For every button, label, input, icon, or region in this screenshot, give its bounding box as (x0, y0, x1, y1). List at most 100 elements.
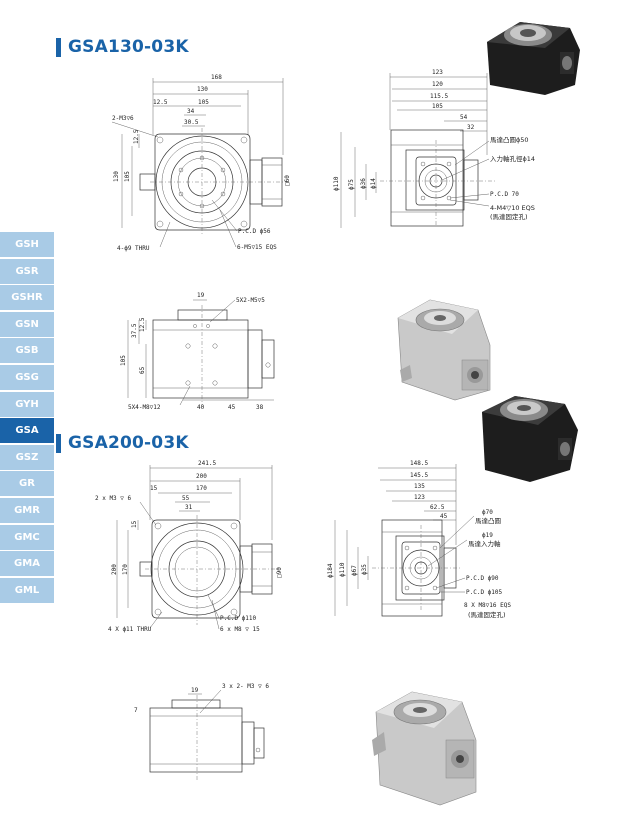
callout-pcd56: P.C.D ϕ56 (238, 228, 271, 235)
title-accent-bar (56, 433, 61, 453)
dim-phi110: ϕ110 (333, 176, 340, 191)
dim-130: 130 (197, 86, 208, 93)
dim-19-200: 19 (191, 687, 199, 694)
dim-65: 65 (139, 366, 146, 374)
dim-12-5-v: 12.5 (133, 129, 140, 144)
nav-item-gyh[interactable]: GYH (0, 391, 54, 417)
dim-phi184: ϕ184 (327, 563, 334, 578)
dim-54: 54 (460, 114, 468, 121)
dim-123: 123 (432, 69, 443, 76)
dim-12-5-top: 12.5 (139, 317, 146, 332)
dim-31: 31 (185, 504, 193, 511)
dim-7: 7 (134, 707, 138, 714)
dim-37-5: 37.5 (131, 323, 138, 338)
dim-phi36: ϕ36 (360, 178, 367, 189)
dim-15-v: 15 (131, 520, 138, 528)
dim-200-v: 200 (111, 564, 118, 575)
callout-m5: 6-M5▽15 EQS (237, 244, 277, 251)
dim-105-top: 105 (120, 355, 127, 366)
callout-m8-eqs: 8 X M8▽16 EQS (464, 602, 511, 609)
nav-item-gsg[interactable]: GSG (0, 364, 54, 390)
nav-item-gsh[interactable]: GSH (0, 232, 54, 257)
callout-m4: 4-M4▽10 EQS (490, 204, 535, 212)
dim-19: 19 (197, 292, 205, 299)
dim-170: 170 (196, 485, 207, 492)
side-nav: GSH GSR GSHR GSN GSB GSG GYH GSA GSZ GR … (0, 232, 54, 604)
dim-32: 32 (467, 124, 475, 131)
dim-12-5: 12.5 (153, 99, 168, 106)
dim-phi110-200: ϕ110 (339, 562, 346, 577)
dim-15: 15 (150, 485, 158, 492)
nav-item-gsb[interactable]: GSB (0, 338, 54, 364)
nav-item-gml[interactable]: GML (0, 577, 54, 603)
nav-item-gsr[interactable]: GSR (0, 258, 54, 284)
callout-phi70: ϕ70 (482, 509, 493, 516)
callout-motor-boss: 馬達凸圓ϕ50 (490, 135, 529, 144)
dim-105: 105 (432, 103, 443, 110)
nav-item-gsn[interactable]: GSN (0, 311, 54, 337)
dim-38: 38 (256, 404, 264, 411)
dim-145-5: 145.5 (410, 472, 428, 479)
callout-m3-200: 2 x M3 ▽ 6 (95, 495, 132, 502)
callout-hole11: 4 X ϕ11 THRU (108, 626, 152, 633)
dim-62-5: 62.5 (430, 504, 445, 511)
callout-m8-top: 5X4-M8▽12 (128, 404, 161, 411)
nav-item-gshr[interactable]: GSHR (0, 285, 54, 311)
nav-item-gmr[interactable]: GMR (0, 497, 54, 523)
callout-pcd70: P.C.D 70 (490, 191, 519, 198)
dim-115-5: 115.5 (430, 93, 448, 100)
dim-130-v: 130 (113, 171, 120, 182)
nav-item-gsz[interactable]: GSZ (0, 444, 54, 470)
dim-135: 135 (414, 483, 425, 490)
dim-170-v: 170 (122, 564, 129, 575)
callout-motor-holes: (馬達固定孔) (490, 212, 528, 221)
callout-pcd110: P.C.D ϕ110 (220, 615, 257, 622)
callout-pcd105: P.C.D ϕ105 (466, 589, 503, 596)
section-title: GSA200-03K (68, 433, 189, 453)
callout-phi19: ϕ19 (482, 532, 493, 539)
dim-123-200: 123 (414, 494, 425, 501)
nav-item-gmc[interactable]: GMC (0, 524, 54, 550)
dim-30-5: 30.5 (184, 119, 199, 126)
dim-45: 45 (440, 513, 448, 520)
dim-148-5: 148.5 (410, 460, 428, 467)
callout-pcd90: P.C.D ϕ90 (466, 575, 499, 582)
dim-34: 34 (187, 108, 195, 115)
section-title-gsa130: GSA130-03K (56, 37, 189, 57)
nav-item-gsa[interactable]: GSA (0, 418, 54, 444)
dim-200: 200 (196, 473, 207, 480)
callout-m3: 2-M3▽6 (112, 115, 134, 122)
dim-105: 105 (198, 99, 209, 106)
dim-sq60: □60 (284, 175, 291, 186)
nav-item-gma[interactable]: GMA (0, 551, 54, 577)
callout-motor-boss-200: 馬達凸圓 (475, 516, 501, 525)
dim-105-v: 105 (124, 171, 131, 182)
callout-input-bore: 入力軸孔徑ϕ14 (490, 154, 535, 163)
dim-55: 55 (182, 495, 190, 502)
callout-m3-top-200: 3 x 2- M3 ▽ 6 (222, 683, 269, 690)
dim-phi67: ϕ67 (351, 565, 358, 576)
title-accent-bar (56, 37, 61, 57)
nav-item-gr[interactable]: GR (0, 471, 54, 497)
callout-m5-top: 5X2-M5▽5 (236, 297, 265, 304)
callout-hole9: 4-ϕ9 THRU (117, 245, 150, 252)
callout-m8-200: 6 x M8 ▽ 15 (220, 626, 260, 633)
section-title-gsa200: GSA200-03K (56, 433, 189, 453)
dim-phi35: ϕ35 (361, 564, 368, 575)
dim-phi14: ϕ14 (370, 178, 377, 189)
callout-motor-input: 馬達入力軸 (468, 539, 501, 548)
dim-45: 45 (228, 404, 236, 411)
callout-motor-holes-200: (馬達固定孔) (468, 610, 506, 619)
dim-241-5: 241.5 (198, 460, 216, 467)
dim-phi75: ϕ75 (348, 179, 355, 190)
